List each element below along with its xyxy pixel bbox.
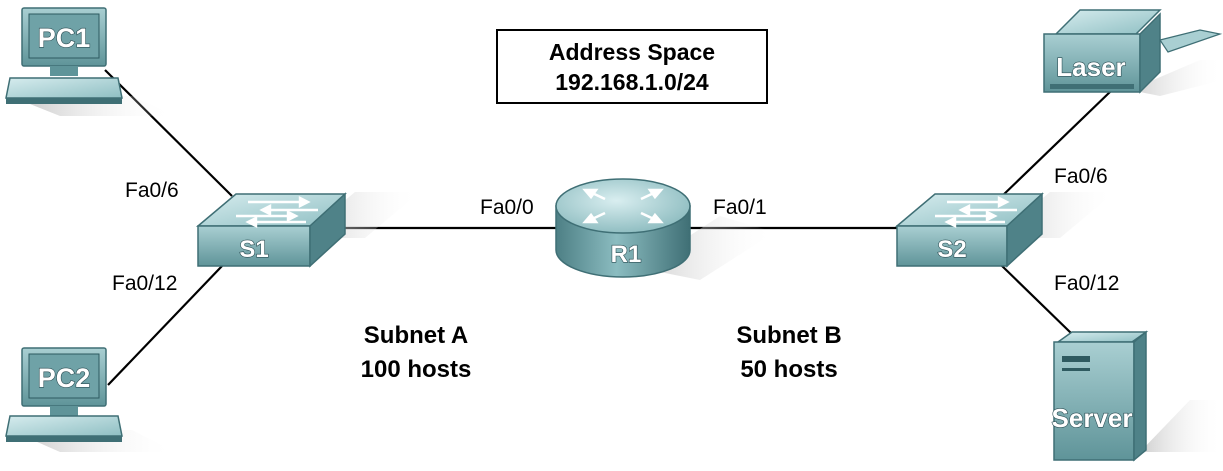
- r1-device[interactable]: R1: [555, 178, 775, 280]
- link-pc1-s1: [104, 69, 233, 197]
- server-icon: [1053, 330, 1149, 462]
- pc2-device[interactable]: PC2: [5, 347, 175, 452]
- s1-device[interactable]: S1: [195, 192, 420, 268]
- r1-fa0-1-label: Fa0/1: [713, 196, 767, 219]
- pc2-label: PC2: [38, 363, 91, 393]
- switch-icon: [195, 192, 347, 268]
- s2-device[interactable]: S2: [894, 192, 1115, 268]
- server-label: Server: [1052, 403, 1133, 433]
- router-icon: [555, 178, 691, 278]
- switch-icon: [894, 192, 1044, 268]
- address-space-title: Address Space: [549, 39, 715, 65]
- link-pc2-s1: [107, 265, 223, 386]
- server-device[interactable]: Server: [1051, 330, 1223, 462]
- address-space-network: 192.168.1.0/24: [555, 69, 709, 95]
- s1-fa0-6-label: Fa0/6: [125, 179, 179, 202]
- link-s2-server: [999, 263, 1073, 335]
- laser-label: Laser: [1056, 52, 1125, 82]
- r1-fa0-0-label: Fa0/0: [480, 196, 534, 219]
- subnet-b-name: Subnet B: [736, 322, 841, 349]
- subnet-a-hosts: 100 hosts: [361, 356, 472, 383]
- pc2-icon: [5, 347, 123, 442]
- s2-fa0-12-label: Fa0/12: [1054, 272, 1119, 295]
- pc1-label: PC1: [38, 23, 91, 53]
- s2-fa0-6-label: Fa0/6: [1054, 165, 1108, 188]
- printer-icon: [1043, 9, 1223, 94]
- r1-label: R1: [611, 241, 642, 268]
- address-space-box: Address Space 192.168.1.0/24: [496, 29, 768, 104]
- s1-label: S1: [239, 236, 268, 263]
- s1-fa0-12-label: Fa0/12: [112, 272, 177, 295]
- pc1-device[interactable]: PC1: [5, 7, 175, 116]
- link-s2-laser: [999, 89, 1113, 199]
- pc1-icon: [5, 7, 123, 104]
- subnet-b-hosts: 50 hosts: [740, 356, 837, 383]
- laser-device[interactable]: Laser: [1043, 9, 1223, 96]
- subnet-a-name: Subnet A: [364, 322, 468, 349]
- s2-label: S2: [937, 236, 966, 263]
